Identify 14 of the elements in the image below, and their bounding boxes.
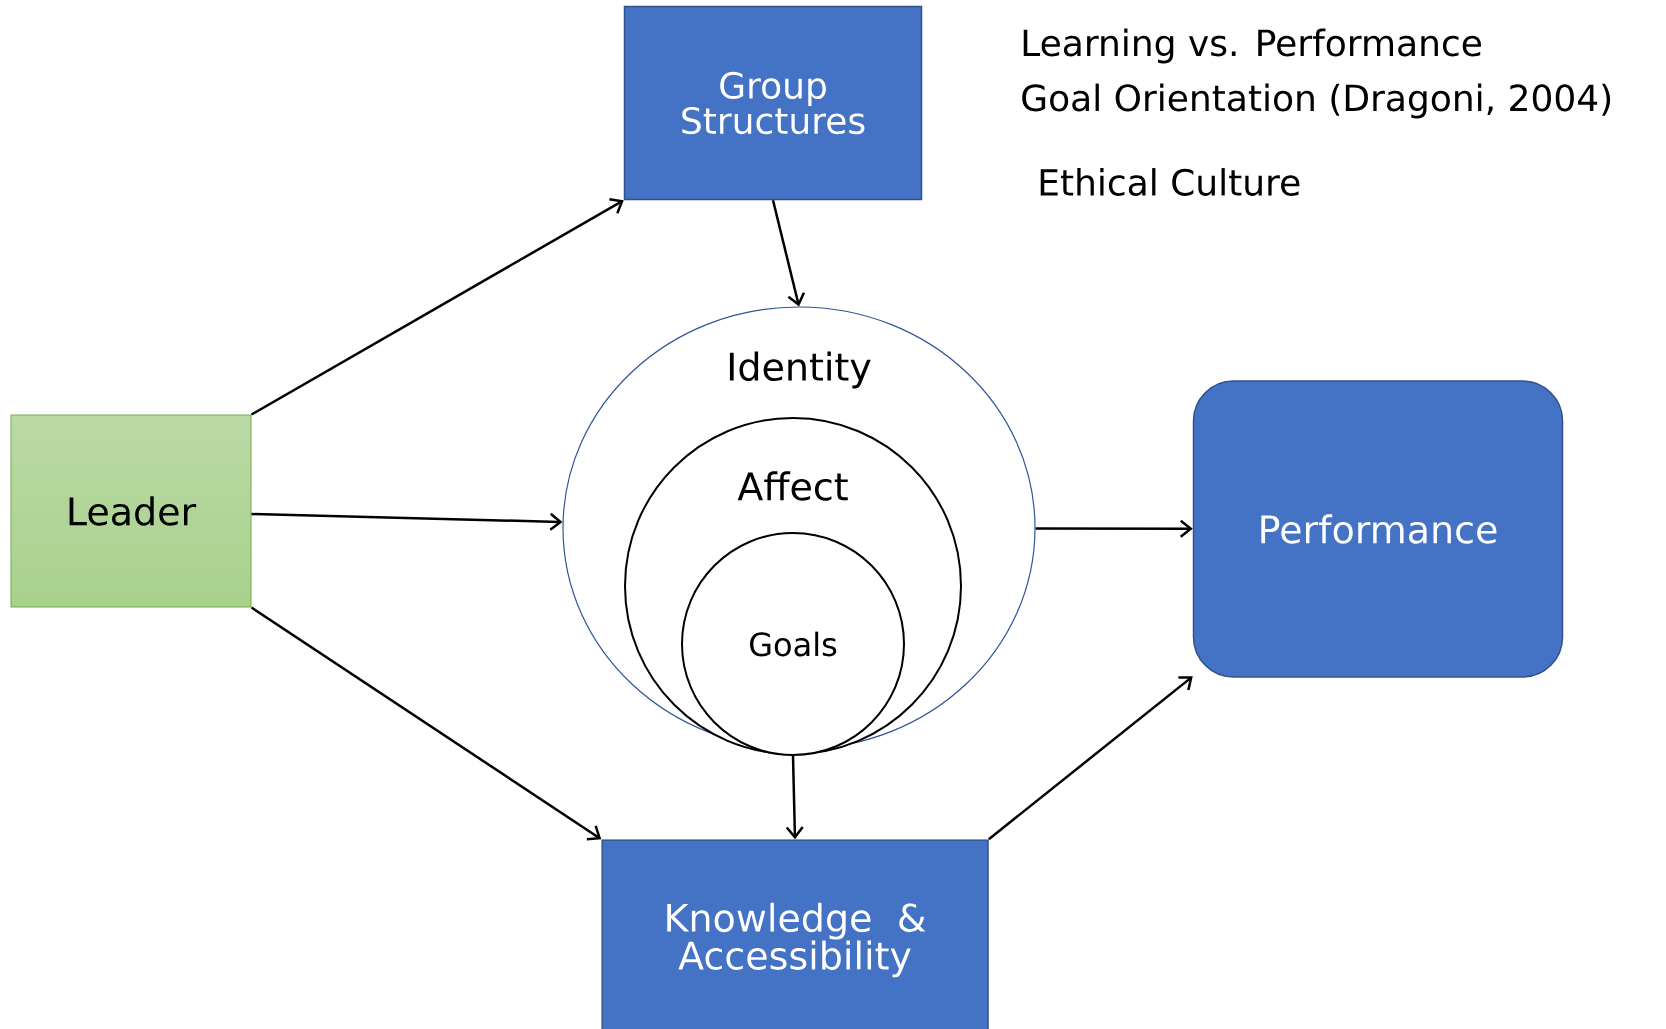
note-text: Goal Orientation (Dragoni, 2004) (1022, 83, 1611, 119)
process-box: Knowledge & Accessibility (601, 839, 989, 1029)
process-box: Group Structures (623, 5, 923, 201)
arrow (771, 199, 806, 307)
rounded-box: Performance (1192, 380, 1564, 678)
arrow (785, 756, 804, 840)
arrow (250, 198, 624, 416)
process-box: Leader (10, 414, 252, 608)
arrow (987, 676, 1193, 841)
note-text: Ethical Culture (1040, 168, 1300, 196)
note-text: Learning vs. Performance (1023, 28, 1481, 64)
arrow (251, 512, 563, 531)
arrow (250, 606, 602, 841)
arrow (1035, 519, 1193, 538)
